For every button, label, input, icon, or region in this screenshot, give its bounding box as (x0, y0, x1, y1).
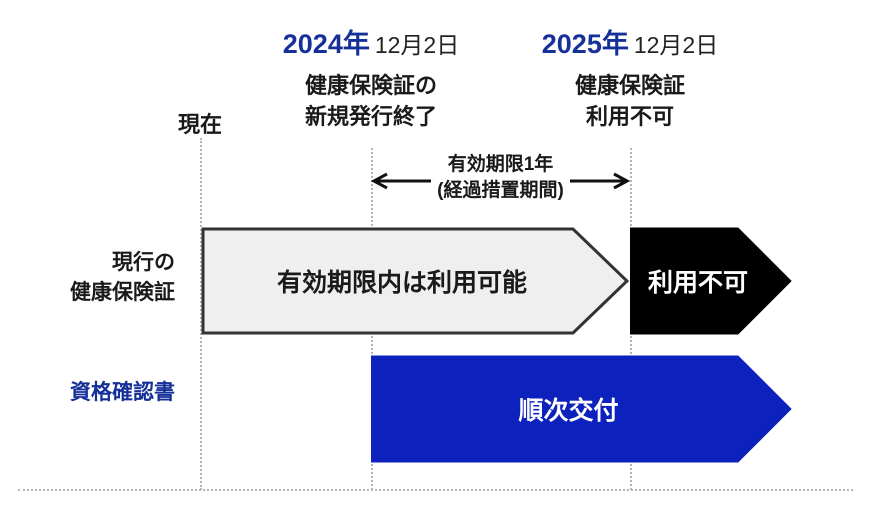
transition-period-note-line1: 有効期限1年 (447, 154, 554, 175)
row-label-qualification-confirmation: 資格確認書 (0, 378, 175, 408)
milestone-2024-monthday: 12月2日 (374, 32, 460, 58)
milestone-2024-subtitle: 健康保険証の 新規発行終了 (241, 70, 501, 132)
row-label-current-line2: 健康保険証 (70, 281, 175, 305)
milestone-2024-subtitle-line1: 健康保険証の (304, 72, 437, 98)
transition-period-arrow (370, 172, 631, 190)
milestone-2025-subtitle-line2: 利用不可 (585, 103, 674, 129)
guide-line-baseline (18, 489, 853, 491)
milestone-2025-subtitle-line1: 健康保険証 (574, 72, 685, 98)
milestone-2025-year: 2025年 (541, 29, 629, 59)
row-label-current-insurance-card: 現行の 健康保険証 (0, 248, 175, 309)
bar-valid-period-usable: 有効期限内は利用可能 (201, 227, 629, 335)
bar-not-usable: 利用不可 (630, 227, 792, 335)
milestone-2025-subtitle: 健康保険証 利用不可 (500, 70, 760, 132)
bar-sequential-issue: 順次交付 (371, 355, 792, 463)
milestone-2025-monthday: 12月2日 (633, 32, 719, 58)
milestone-2024-subtitle-line2: 新規発行終了 (304, 103, 437, 129)
label-now: 現在 (140, 107, 260, 139)
guide-line-now (200, 138, 202, 490)
row-label-cert-line1: 資格確認書 (70, 381, 175, 404)
transition-period-note: 有効期限1年 (経過措置期間) (371, 152, 630, 204)
transition-period-note-line2: (経過措置期間) (437, 180, 564, 202)
milestone-2024-year: 2024年 (282, 29, 370, 59)
label-now-text: 現在 (177, 112, 222, 137)
row-label-current-line1: 現行の (112, 251, 175, 274)
